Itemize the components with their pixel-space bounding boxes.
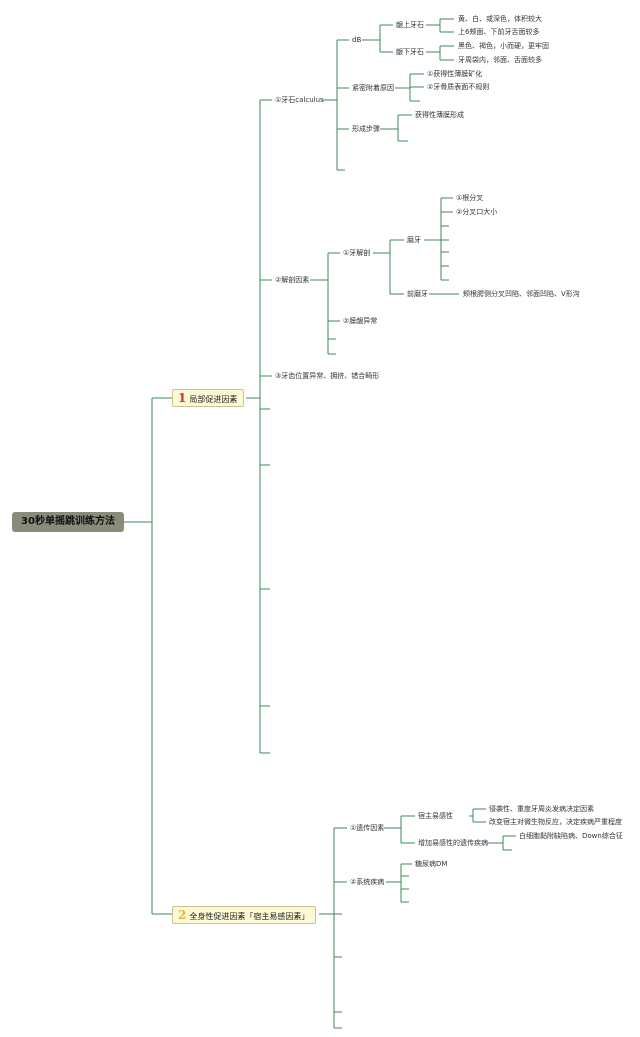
note-supra-1[interactable]: 黄、白、或深色，体积较大 <box>458 15 542 23</box>
node-premolar[interactable]: 前磨牙 <box>407 290 428 298</box>
node-genetic-factors[interactable]: ①遗传因素 <box>350 824 385 832</box>
node-molar[interactable]: 磨牙 <box>407 236 421 244</box>
node-mucogingival[interactable]: ②膜龈异常 <box>343 317 378 325</box>
node-calculus[interactable]: ①牙石calculus <box>275 96 324 104</box>
node-genetic-disease[interactable]: 增加易感性的遗传疾病 <box>418 839 488 847</box>
node-dental-anatomy[interactable]: ①牙解剖 <box>343 249 371 257</box>
node-tooth-position[interactable]: ③牙齿位置异常、拥挤、错合畸形 <box>275 372 380 380</box>
note-host-1[interactable]: 侵袭性、重度牙周炎发病决定因素 <box>489 805 594 813</box>
root-node[interactable]: 30秒单摇跳训练方法 <box>12 512 124 532</box>
node-db[interactable]: dB <box>352 36 362 44</box>
note-genetic-disease[interactable]: 白细胞黏附缺陷病、Down综合征 <box>519 832 623 840</box>
number-two-badge: 2 <box>178 908 187 922</box>
note-molar-1[interactable]: ①根分叉 <box>456 194 484 202</box>
note-supra-2[interactable]: 上6颊面、下前牙舌面较多 <box>458 28 540 36</box>
note-sub-2[interactable]: 牙周袋内，邻面、舌面较多 <box>458 56 542 64</box>
number-one-badge: 1 <box>178 391 187 405</box>
node-anatomical-factors[interactable]: ②解剖因素 <box>275 276 310 284</box>
node-subgingival[interactable]: 龈下牙石 <box>396 48 424 56</box>
note-attach-1[interactable]: ①获得性薄膜矿化 <box>427 70 483 78</box>
node-host-susceptibility[interactable]: 宿主易感性 <box>418 812 453 820</box>
node-formation-steps[interactable]: 形成步骤 <box>352 125 380 133</box>
note-attach-2[interactable]: ②牙骨质表面不规则 <box>427 83 490 91</box>
branch-systemic-factors-label: 全身性促进因素「宿主易感因素」 <box>189 912 310 921</box>
node-systemic-disease[interactable]: ②系统疾病 <box>350 878 385 886</box>
note-molar-2[interactable]: ②分叉口大小 <box>456 208 498 216</box>
node-supragingival[interactable]: 龈上牙石 <box>396 21 424 29</box>
note-steps-1[interactable]: 获得性薄膜形成 <box>415 111 464 119</box>
node-attachment-reasons[interactable]: 紧密附着原因 <box>352 84 394 92</box>
note-premolar[interactable]: 颊根腭侧分叉凹陷、邻面凹陷、V形沟 <box>463 290 580 298</box>
note-host-2[interactable]: 改变宿主对微生物反应，决定疾病严重程度 <box>489 818 622 826</box>
branch-local-factors-label: 局部促进因素 <box>189 395 238 404</box>
node-diabetes[interactable]: 糖尿病DM <box>415 860 448 868</box>
note-sub-1[interactable]: 黑色、褐色，小而硬，更牢固 <box>458 42 549 50</box>
